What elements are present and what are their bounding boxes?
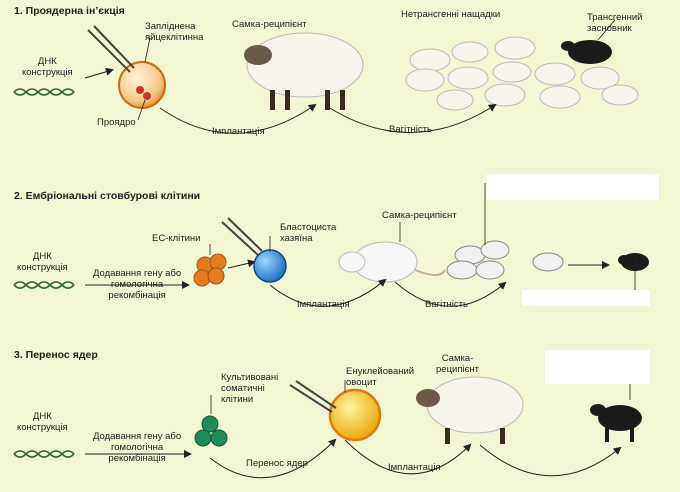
recipient-label-3: Самка-реципієнт bbox=[436, 353, 480, 375]
injection-pipette-3 bbox=[289, 380, 337, 413]
blank-label-box bbox=[522, 290, 650, 306]
recipient-mouse bbox=[338, 241, 446, 283]
dna-helix-1 bbox=[13, 88, 75, 96]
pronucleus-label: Проядро bbox=[97, 117, 136, 128]
dna-helix-3 bbox=[13, 450, 75, 458]
es-cells-label: ЕС-клітини bbox=[152, 233, 201, 244]
recipient-sheep-3 bbox=[416, 376, 524, 444]
somatic-cells-cluster bbox=[194, 415, 228, 447]
recipient-sheep-1 bbox=[244, 32, 364, 110]
recipient-label-2: Самка-реципієнт bbox=[382, 210, 457, 221]
implant-label-1: Імплантація bbox=[212, 126, 265, 137]
dna-helix-2 bbox=[13, 281, 75, 289]
implant-label-3: Імплантація bbox=[388, 462, 441, 473]
offspring-label: Нетрансгенні нащадки bbox=[401, 9, 501, 20]
blank-label-box bbox=[487, 174, 659, 200]
implant-label-2: Імплантація bbox=[297, 299, 350, 310]
recipient-label-1: Самка-реципієнт bbox=[232, 19, 307, 30]
offspring-lambs bbox=[405, 36, 639, 111]
transfer-label: Перенос ядер bbox=[246, 458, 308, 469]
pregnancy-label-1: Вагітність bbox=[389, 124, 432, 135]
transgenic-founder-lamb bbox=[561, 40, 612, 64]
fertilized-egg bbox=[118, 61, 166, 109]
section1-title: 1. Проядерна ін’єкція bbox=[14, 5, 125, 17]
injection-pipette-2 bbox=[221, 217, 263, 256]
offspring-mice bbox=[446, 240, 564, 280]
es-cells-cluster bbox=[193, 253, 227, 287]
transgenic-mouse bbox=[618, 253, 649, 271]
pregnancy-label-2: Вагітність bbox=[425, 299, 468, 310]
enucleated-oocyte bbox=[328, 388, 382, 442]
host-blastocyst bbox=[253, 249, 287, 283]
injection-pipette-1 bbox=[87, 25, 135, 73]
section2-title: 2. Ембріональні стовбурові клітини bbox=[14, 190, 201, 202]
section3-title: 3. Перенос ядер bbox=[14, 349, 98, 361]
blank-label-box bbox=[545, 350, 650, 384]
cloned-lamb bbox=[590, 404, 642, 442]
